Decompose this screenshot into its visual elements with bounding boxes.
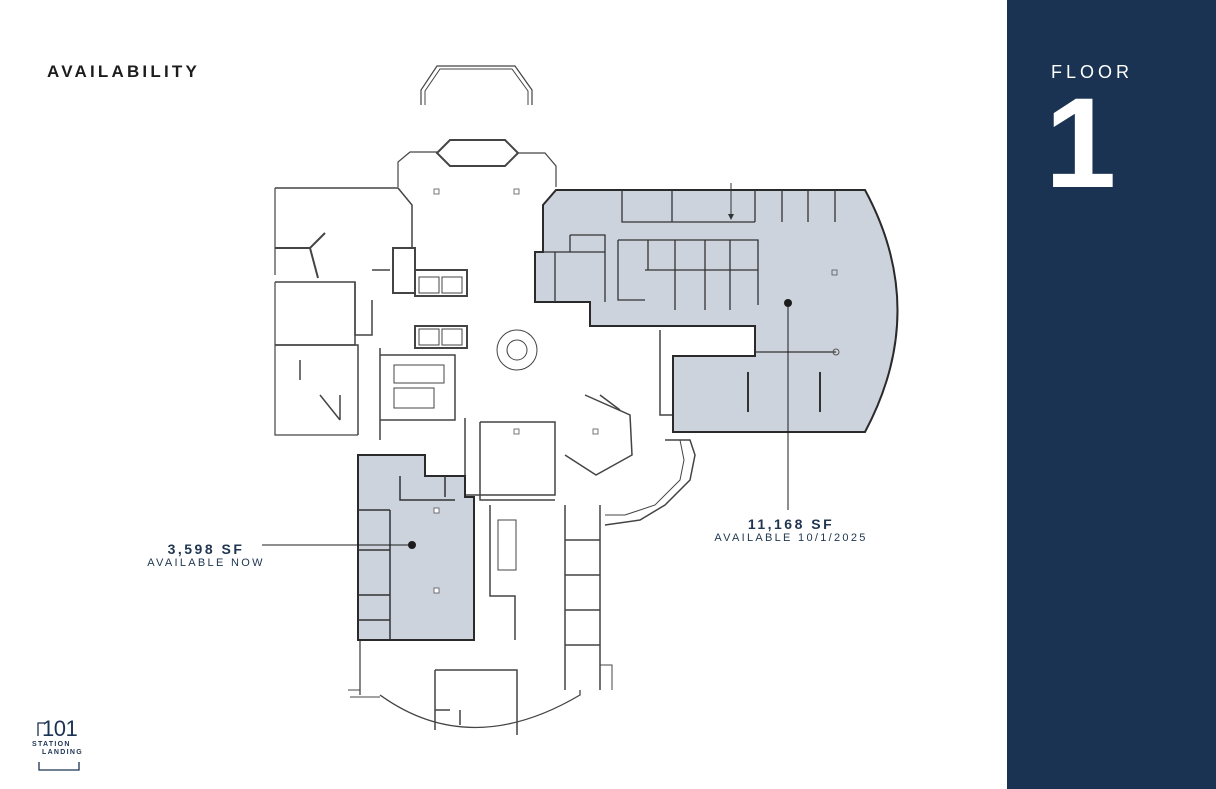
suite-availability: AVAILABLE NOW xyxy=(147,557,265,569)
logo-bracket-icon xyxy=(38,762,80,771)
suite-area: 11,168 SF xyxy=(747,516,835,532)
floor-plan xyxy=(262,65,899,735)
page-title: AVAILABILITY xyxy=(47,62,200,81)
logo-line2: LANDING xyxy=(42,749,83,756)
floor-number: 1 xyxy=(1045,72,1117,215)
logo-line1: STATION xyxy=(32,741,71,748)
floor-label: FLOOR xyxy=(1051,62,1134,82)
logo-corner-icon xyxy=(37,722,45,736)
suite-11168-area xyxy=(534,189,899,433)
suite-availability: AVAILABLE 10/1/2025 xyxy=(714,532,868,544)
suite-area: 3,598 SF xyxy=(167,541,245,557)
station-landing-logo: 101 STATION LANDING xyxy=(32,716,102,776)
suite-3598-marker xyxy=(408,541,416,549)
suite-3598-callout: 3,598 SF AVAILABLE NOW xyxy=(140,541,272,569)
logo-number: 101 xyxy=(42,716,78,741)
suite-11168-marker xyxy=(784,299,792,307)
suite-3598-area xyxy=(357,454,475,641)
suite-11168-callout: 11,168 SF AVAILABLE 10/1/2025 xyxy=(703,516,879,544)
floor-sidebar: FLOOR 1 xyxy=(1007,0,1216,789)
